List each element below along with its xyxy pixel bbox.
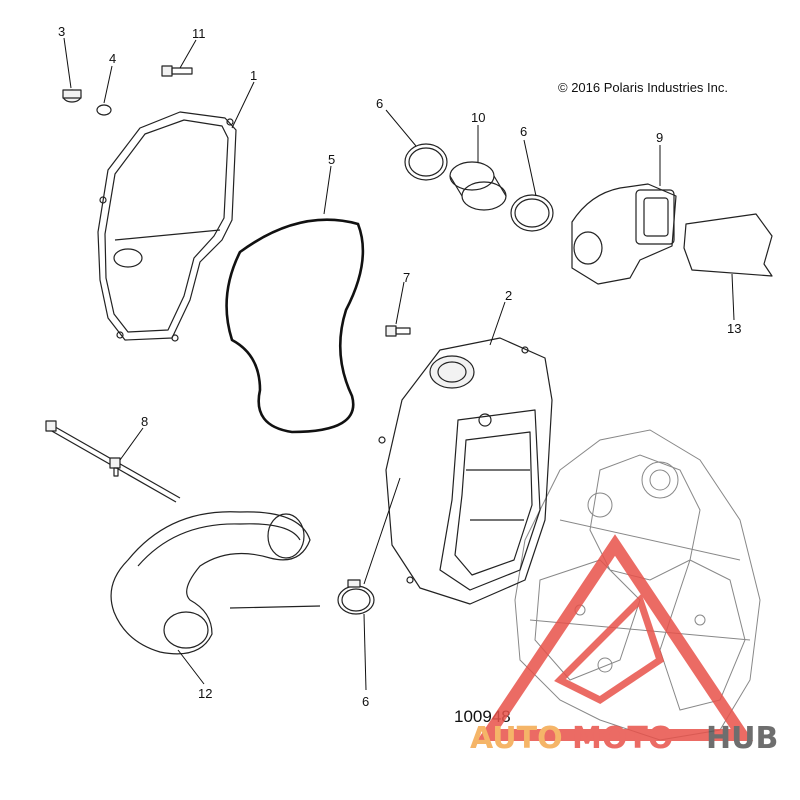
watermark-text-hub: HUB (706, 721, 778, 756)
part-8-cable-tie (45, 420, 181, 503)
leader-lines (63, 37, 735, 691)
part-2-inner-clutch-cover (378, 337, 553, 605)
callout-6-middle: 6 (520, 124, 527, 139)
callout-11: 11 (192, 26, 206, 41)
part-6-clamp-middle (510, 194, 554, 232)
callout-numbers: 3 4 11 1 5 6 10 6 9 13 7 2 8 12 6 (58, 24, 741, 709)
part-6-clamp-upper (404, 143, 448, 181)
callout-2: 2 (505, 288, 512, 303)
part-7-bolt (385, 325, 411, 337)
part-12-duct-hose (110, 511, 321, 655)
callout-12: 12 (198, 686, 212, 701)
part-9-intake-duct (571, 183, 677, 285)
part-1-outer-clutch-cover (97, 111, 237, 342)
copyright-text: © 2016 Polaris Industries Inc. (558, 80, 728, 95)
callout-5: 5 (328, 152, 335, 167)
callout-3: 3 (58, 24, 65, 39)
callout-6-upper: 6 (376, 96, 383, 111)
callout-6-lower: 6 (362, 694, 369, 709)
callout-10: 10 (471, 110, 485, 125)
part-3-plug (62, 89, 82, 103)
callout-7: 7 (403, 270, 410, 285)
callout-8: 8 (141, 414, 148, 429)
callout-13: 13 (727, 321, 741, 336)
part-11-bolt (161, 65, 193, 77)
part-13-cover (683, 213, 773, 277)
callout-1: 1 (250, 68, 257, 83)
watermark-logo: AUTO MOTO HUB (470, 534, 778, 756)
callout-9: 9 (656, 130, 663, 145)
part-4-o-ring (96, 104, 112, 116)
watermark-text-moto: MOTO (572, 721, 673, 756)
watermark-text-auto: AUTO (470, 721, 563, 756)
part-5-seal-gasket (225, 218, 365, 434)
callout-4: 4 (109, 51, 116, 66)
part-10-coupler (449, 161, 507, 211)
part-6-clamp-lower (337, 579, 375, 615)
